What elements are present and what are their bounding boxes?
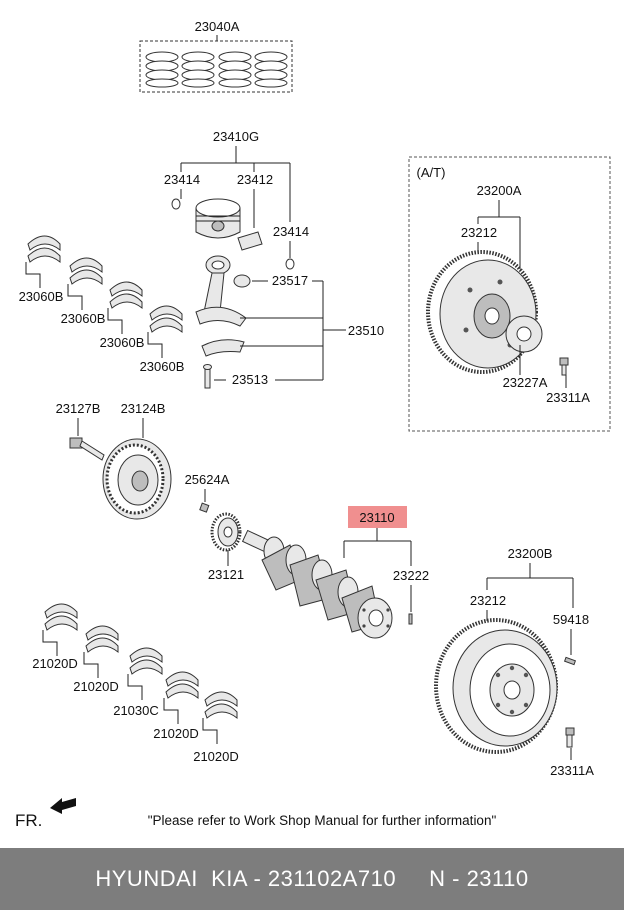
- crankshaft-part: [241, 529, 413, 639]
- fr-label: FR.: [15, 811, 42, 830]
- label-23510: 23510: [348, 323, 384, 338]
- parts-diagram: 23040A 23410G 23414 23412 23414: [15, 19, 611, 830]
- label-23222: 23222: [393, 568, 429, 583]
- piston-ring-set: [139, 40, 293, 93]
- label-23200B: 23200B: [508, 546, 553, 561]
- label-23412: 23412: [237, 172, 273, 187]
- note-text: "Please refer to Work Shop Manual for fu…: [148, 813, 497, 828]
- label-23513: 23513: [232, 372, 268, 387]
- flywheel-part: [434, 618, 577, 754]
- label-23110: 23110: [359, 510, 394, 525]
- sprocket-part: [210, 512, 242, 552]
- key-part: [199, 502, 210, 513]
- label-21020D-3: 21020D: [153, 726, 199, 741]
- fr-arrow-icon: [50, 798, 76, 814]
- label-23311A-mt: 23311A: [550, 763, 594, 778]
- label-23121: 23121: [208, 567, 244, 582]
- label-25624A: 25624A: [185, 472, 230, 487]
- label-23040A: 23040A: [195, 19, 240, 34]
- label-21020D-2: 21020D: [73, 679, 119, 694]
- highlight-23110: [348, 506, 407, 528]
- label-23227A: 23227A: [503, 375, 548, 390]
- bearing-shell-upper-set: [27, 235, 183, 334]
- label-23517: 23517: [272, 273, 308, 288]
- label-21030C: 21030C: [113, 703, 159, 718]
- drive-plate: [426, 250, 543, 374]
- main-bearing-set: [44, 603, 238, 720]
- footer-text: HYUNDAI KIA - 231102A710 N - 23110: [95, 866, 529, 891]
- footer-banner: HYUNDAI KIA - 231102A710 N - 23110: [0, 848, 624, 910]
- at-section-box: [408, 156, 611, 432]
- piston: [171, 198, 295, 270]
- label-23127B: 23127B: [56, 401, 101, 416]
- label-59418: 59418: [553, 612, 589, 627]
- label-23060B-2: 23060B: [61, 311, 106, 326]
- label-at: (A/T): [417, 165, 446, 180]
- label-23414-left: 23414: [164, 172, 200, 187]
- label-23212-mt: 23212: [470, 593, 506, 608]
- connecting-rod: [195, 255, 251, 389]
- label-23060B-1: 23060B: [19, 289, 64, 304]
- label-23060B-3: 23060B: [100, 335, 145, 350]
- label-23124B: 23124B: [121, 401, 166, 416]
- bolt-mt: [565, 727, 575, 748]
- label-23311A-at: 23311A: [546, 390, 590, 405]
- label-23212-at: 23212: [461, 225, 497, 240]
- label-21020D-1: 21020D: [32, 656, 78, 671]
- label-23414-right: 23414: [273, 224, 309, 239]
- label-23200A: 23200A: [477, 183, 522, 198]
- pulley-bolt: [69, 437, 105, 461]
- damper-pulley: [102, 438, 172, 520]
- label-23060B-4: 23060B: [140, 359, 185, 374]
- label-23410G: 23410G: [213, 129, 259, 144]
- bolt-at: [559, 357, 569, 376]
- label-21020D-4: 21020D: [193, 749, 239, 764]
